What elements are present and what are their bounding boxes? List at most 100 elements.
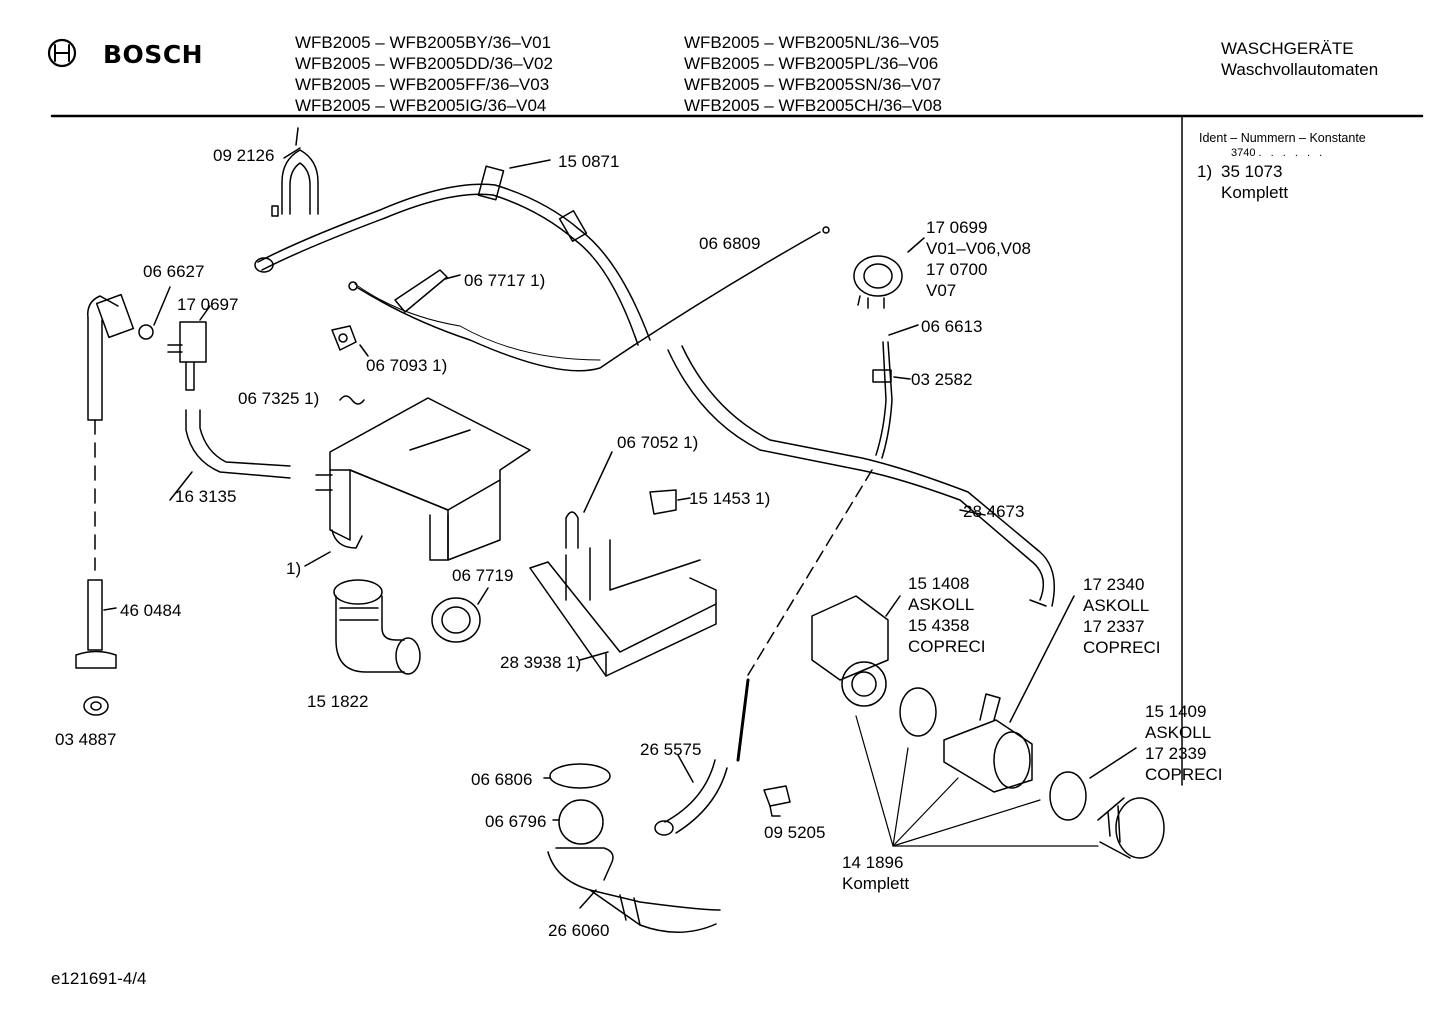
part-brand: ASKOLL <box>1083 596 1150 615</box>
part-label: 17 0699 <box>926 218 988 237</box>
part-label: 14 1896 <box>842 853 904 872</box>
constant-dots: . . . . . . <box>1258 147 1326 159</box>
leader-067717 <box>444 274 461 280</box>
clamp-part <box>549 763 611 789</box>
spring-part <box>339 395 365 405</box>
part-label: 15 1409 <box>1145 702 1207 721</box>
ident-title: Ident – Nummern – Konstante <box>1199 131 1366 145</box>
category-subtitle: Waschvollautomaten <box>1221 60 1379 79</box>
u-clip-part <box>565 511 579 549</box>
dispenser-housing-part <box>315 397 531 561</box>
model-line: WFB2005 – WFB2005NL/36–V05 <box>684 33 940 52</box>
leader-163135 <box>169 471 193 501</box>
part-label: 06 7052 1) <box>617 433 699 452</box>
leaders-141896 <box>855 715 1099 847</box>
part-label: 15 1453 1) <box>689 489 771 508</box>
part-brand: ASKOLL <box>908 595 975 614</box>
part-label: 06 7719 <box>452 566 514 585</box>
part-label: 17 0697 <box>177 295 239 314</box>
part-label: 26 6060 <box>548 921 610 940</box>
part-label: 09 5205 <box>764 823 826 842</box>
part-label: 06 6806 <box>471 770 533 789</box>
leader-170697 <box>199 305 211 321</box>
part-brand: COPRECI <box>908 637 986 656</box>
washer-part <box>138 324 154 340</box>
bosch-logo-icon <box>47 38 77 68</box>
leader-067052 <box>583 451 613 513</box>
leader-066627 <box>153 286 171 326</box>
leader-265575 <box>677 754 694 783</box>
part-ref: 1) <box>286 559 302 578</box>
bellows-hose-part <box>333 579 421 675</box>
leader-067719 <box>477 587 489 605</box>
leader-032582 <box>893 376 911 380</box>
note-marker: 1) <box>1197 162 1213 181</box>
part-brand: ASKOLL <box>1145 723 1212 742</box>
leader-066613 <box>888 324 919 336</box>
ball-valve-part <box>558 799 604 845</box>
document-id: e121691-4/4 <box>51 969 147 988</box>
brand-logo-text: BOSCH <box>103 40 204 69</box>
leader-092126 <box>283 147 301 159</box>
category-title: WASCHGERÄTE <box>1221 39 1354 58</box>
dashed-guide <box>747 469 873 676</box>
leader-266060 <box>579 889 597 909</box>
leader-151453 <box>677 497 691 501</box>
leader-283938 <box>579 651 609 661</box>
part-label: 26 5575 <box>640 740 702 759</box>
leader-460484 <box>103 607 117 611</box>
model-line: WFB2005 – WFB2005PL/36–V06 <box>684 54 939 73</box>
models-right: WFB2005 – WFB2005NL/36–V05 WFB2005 – WFB… <box>684 32 942 116</box>
lint-filter-part <box>1097 797 1165 859</box>
o-ring-part <box>899 687 937 737</box>
note-number: 35 1073 <box>1221 162 1283 181</box>
part-label: 28 4673 <box>963 502 1025 521</box>
part-label: 46 0484 <box>120 601 182 620</box>
model-line: WFB2005 – WFB2005DD/36–V02 <box>295 54 553 73</box>
part-label: 17 2337 <box>1083 617 1145 636</box>
model-line: WFB2005 – WFB2005SN/36–V07 <box>684 75 942 94</box>
part-label: 06 6627 <box>143 262 205 281</box>
leader-151409 <box>1089 747 1137 779</box>
part-label: 15 1822 <box>307 692 369 711</box>
connector-part <box>763 785 791 817</box>
part-label: 17 2339 <box>1145 744 1207 763</box>
sump-hose-part <box>547 847 721 933</box>
part-label: 06 7325 1) <box>238 389 320 408</box>
part-label: 28 3938 1) <box>500 653 582 672</box>
part-label: 09 2126 <box>213 146 275 165</box>
category-block: WASCHGERÄTE Waschvollautomaten <box>1221 38 1378 80</box>
part-label: 06 6796 <box>485 812 547 831</box>
model-line: WFB2005 – WFB2005FF/36–V03 <box>295 75 550 94</box>
plate-part <box>649 489 677 515</box>
part-label: 06 7717 1) <box>464 271 546 290</box>
part-variant: V01–V06,V08 <box>926 239 1031 258</box>
model-line: WFB2005 – WFB2005BY/36–V01 <box>295 33 552 52</box>
leader-170699 <box>907 237 925 253</box>
filter-seal-part <box>1049 771 1087 821</box>
part-label: 17 0700 <box>926 260 988 279</box>
cable-part <box>357 231 821 372</box>
pressure-tube-part <box>872 341 893 459</box>
part-brand: COPRECI <box>1145 765 1223 784</box>
drain-pump-part <box>811 595 889 707</box>
pressure-switch-part <box>853 255 903 309</box>
part-label: 06 7093 1) <box>366 356 448 375</box>
leader-150871 <box>509 159 551 169</box>
part-label: 15 4358 <box>908 616 970 635</box>
leader-151408 <box>885 595 901 617</box>
leader-ref1 <box>304 551 331 567</box>
constant-value: 3740 <box>1231 147 1256 159</box>
part-note: Komplett <box>842 874 910 893</box>
clip-part <box>331 325 357 351</box>
inlet-valve-part <box>167 321 207 391</box>
holder-part <box>348 269 448 313</box>
drain-hose-part <box>667 345 1055 607</box>
part-label: 15 1408 <box>908 574 970 593</box>
leader-284673 <box>959 509 986 516</box>
leader-067093 <box>359 344 369 357</box>
leader-172340 <box>1009 595 1075 723</box>
part-label: 17 2340 <box>1083 575 1145 594</box>
part-label: 16 3135 <box>175 487 237 506</box>
part-label: 06 6613 <box>921 317 983 336</box>
